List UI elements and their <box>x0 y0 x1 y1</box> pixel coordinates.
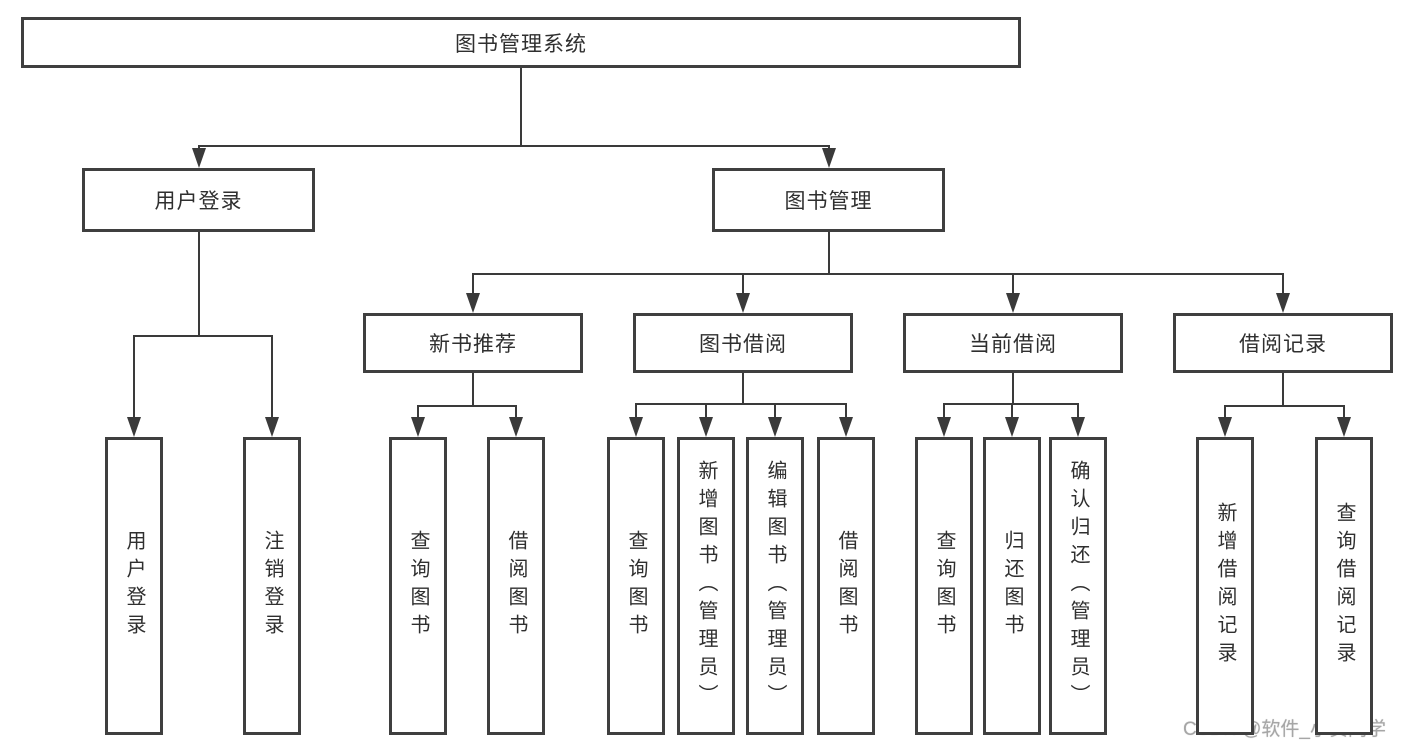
arrowhead-down-icon <box>937 417 951 437</box>
node-label: 用户登录 <box>123 530 145 642</box>
connector-line <box>774 403 776 419</box>
node-borrow-records: 借阅记录 <box>1173 313 1393 373</box>
arrowhead-down-icon <box>1071 417 1085 437</box>
connector-line <box>520 68 522 145</box>
connector-line <box>133 335 135 419</box>
connector-line <box>1343 405 1345 419</box>
arrowhead-down-icon <box>265 417 279 437</box>
node-book-borrow: 图书借阅 <box>633 313 853 373</box>
connector-line <box>197 232 200 335</box>
node-leaf-query-book-rec: 查询图书 <box>389 437 447 735</box>
connector-line <box>1224 405 1345 407</box>
node-label: 借阅记录 <box>1239 333 1327 356</box>
connector-line <box>417 405 517 407</box>
connector-line <box>827 232 830 273</box>
node-leaf-borrow-book-2: 借阅图书 <box>817 437 875 735</box>
connector-line <box>271 335 273 419</box>
connector-line <box>417 405 419 419</box>
node-leaf-add-borrow-record: 新增借阅记录 <box>1196 437 1254 735</box>
connector-line <box>472 273 1284 275</box>
arrowhead-down-icon <box>509 417 523 437</box>
node-root: 图书管理系统 <box>21 17 1021 68</box>
node-leaf-borrow-book-rec: 借阅图书 <box>487 437 545 735</box>
node-book-mgmt: 图书管理 <box>712 168 945 232</box>
connector-line <box>635 403 847 405</box>
node-label: 用户登录 <box>154 190 243 213</box>
node-leaf-query-book-current: 查询图书 <box>915 437 973 735</box>
arrowhead-down-icon <box>839 417 853 437</box>
node-leaf-query-book-borrow: 查询图书 <box>607 437 665 735</box>
arrowhead-down-icon <box>1276 293 1290 313</box>
node-label: 新增借阅记录 <box>1214 502 1236 670</box>
node-label: 借阅图书 <box>505 530 527 642</box>
arrowhead-down-icon <box>1005 417 1019 437</box>
arrowhead-down-icon <box>699 417 713 437</box>
node-leaf-edit-book: 编辑图书（管理员） <box>746 437 804 735</box>
connector-line <box>635 403 637 419</box>
connector-line <box>742 373 744 403</box>
node-label: 当前借阅 <box>969 333 1057 356</box>
arrowhead-down-icon <box>736 293 750 313</box>
connector-line <box>1282 273 1284 295</box>
node-label: 查询图书 <box>933 530 955 642</box>
node-current-borrow: 当前借阅 <box>903 313 1123 373</box>
connector-line <box>1224 405 1226 419</box>
node-user-login: 用户登录 <box>82 168 315 232</box>
connector-line <box>742 273 744 295</box>
arrowhead-down-icon <box>466 293 480 313</box>
arrowhead-down-icon <box>821 148 836 168</box>
node-leaf-logout: 注销登录 <box>243 437 301 735</box>
arrowhead-down-icon <box>411 417 425 437</box>
node-label: 图书借阅 <box>699 333 787 356</box>
node-label: 查询图书 <box>407 530 429 642</box>
arrowhead-down-icon <box>191 148 206 168</box>
connector-line <box>197 145 200 150</box>
node-leaf-return-book: 归还图书 <box>983 437 1041 735</box>
connector-line <box>845 403 847 419</box>
node-leaf-user-login: 用户登录 <box>105 437 163 735</box>
connector-line <box>1012 273 1014 295</box>
node-leaf-add-book: 新增图书（管理员） <box>677 437 735 735</box>
node-label: 归还图书 <box>1001 530 1023 642</box>
arrowhead-down-icon <box>127 417 141 437</box>
node-new-book-rec: 新书推荐 <box>363 313 583 373</box>
arrowhead-down-icon <box>1006 293 1020 313</box>
node-label: 新书推荐 <box>429 333 517 356</box>
connector-line <box>827 145 830 150</box>
node-label: 注销登录 <box>261 530 283 642</box>
node-label: 图书管理系统 <box>455 32 587 56</box>
connector-line <box>197 145 830 147</box>
connector-line <box>1011 403 1013 419</box>
connector-line <box>1077 403 1079 419</box>
node-leaf-query-borrow-record: 查询借阅记录 <box>1315 437 1373 735</box>
node-label: 新增图书（管理员） <box>695 460 717 712</box>
connector-line <box>1282 373 1284 405</box>
connector-line <box>705 403 707 419</box>
node-leaf-confirm-return: 确认归还（管理员） <box>1049 437 1107 735</box>
connector-line <box>515 405 517 419</box>
node-label: 借阅图书 <box>835 530 857 642</box>
node-label: 查询图书 <box>625 530 647 642</box>
node-label: 图书管理 <box>784 190 873 213</box>
node-label: 编辑图书（管理员） <box>764 460 786 712</box>
connector-line <box>472 373 474 405</box>
arrowhead-down-icon <box>629 417 643 437</box>
connector-line <box>133 335 273 337</box>
node-label: 查询借阅记录 <box>1333 502 1355 670</box>
connector-line <box>1012 373 1014 403</box>
arrowhead-down-icon <box>768 417 782 437</box>
arrowhead-down-icon <box>1337 417 1351 437</box>
connector-line <box>472 273 474 295</box>
arrowhead-down-icon <box>1218 417 1232 437</box>
node-label: 确认归还（管理员） <box>1067 460 1089 712</box>
connector-line <box>943 403 945 419</box>
